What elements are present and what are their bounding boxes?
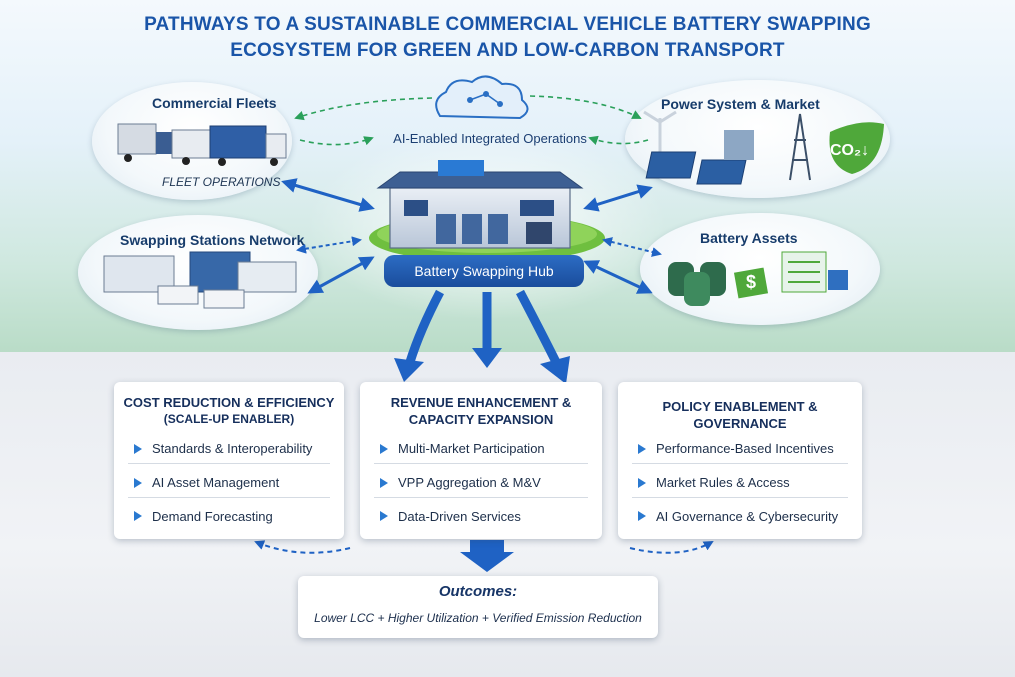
list-item-label: Multi-Market Participation: [398, 441, 545, 456]
title-line-1: PATHWAYS TO A SUSTAINABLE COMMERCIAL VEH…: [144, 14, 871, 35]
arrow-battery-hub-2: [583, 260, 653, 294]
trucks-icon: [117, 123, 287, 166]
bullet-icon: [638, 477, 646, 488]
card-policy-enablement: POLICY ENABLEMENT & GOVERNANCE Performan…: [618, 382, 862, 539]
power-system-icon: [643, 110, 884, 185]
card-title: POLICY ENABLEMENT & GOVERNANCE: [662, 399, 818, 431]
label-commercial-fleets: Commercial Fleets: [152, 95, 277, 111]
bullet-icon: [134, 511, 142, 521]
list-item: VPP Aggregation & M&V: [374, 468, 588, 498]
card-cost-reduction: COST REDUCTION & EFFICIENCY (SCALE-UP EN…: [114, 382, 344, 539]
list-item: AI Governance & Cybersecurity: [632, 501, 848, 531]
dashed-arrow-outcomes-right: [629, 541, 714, 554]
list-item: Data-Driven Services: [374, 501, 588, 531]
outcomes-title: Outcomes:: [438, 583, 518, 600]
list-item-label: AI Governance & Cybersecurity: [656, 508, 839, 524]
card-revenue-enhancement: REVENUE ENHANCEMENT & CAPACITY EXPANSION…: [360, 382, 602, 539]
down-arrow-right: [516, 289, 561, 365]
ai-cloud-icon: [435, 75, 529, 120]
arrow-fleets-hub: [281, 178, 375, 212]
hub-label: Battery Swapping Hub: [384, 255, 584, 287]
outcomes-text: Lower LCC + Higher Utilization + Verifie…: [314, 611, 642, 625]
list-item-label: VPP Aggregation & M&V: [398, 475, 541, 490]
page-title: PATHWAYS TO A SUSTAINABLE COMMERCIAL VEH…: [0, 12, 1015, 64]
arrow-to-outcomes: [460, 540, 514, 572]
arrow-power-hub: [583, 184, 653, 212]
card-title: REVENUE ENHANCEMENT &: [390, 395, 572, 410]
stations-icon: [103, 251, 297, 309]
outcomes-box: Outcomes: Lower LCC + Higher Utilization…: [298, 576, 658, 638]
list-item-label: AI Asset Management: [152, 475, 280, 490]
card-title: COST REDUCTION & EFFICIENCY: [123, 395, 335, 410]
hub-building-icon: [376, 160, 584, 249]
bullet-icon: [380, 443, 388, 454]
list-item-label: Standards & Interoperability: [152, 441, 313, 456]
dashed-arrow-ai-power: [529, 95, 642, 119]
arrow-stations-hub-2: [307, 256, 375, 294]
card-subtitle: (SCALE-UP ENABLER): [163, 412, 295, 426]
list-item-label: Market Rules & Access: [656, 475, 790, 490]
dashed-arrow-fleets-ai: [299, 136, 374, 146]
bullet-icon: [134, 477, 142, 488]
list-item: AI Asset Management: [128, 468, 330, 498]
arrow-battery-hub: [602, 237, 662, 257]
label-fleet-operations: FLEET OPERATIONS: [162, 175, 281, 189]
list-item: Standards & Interoperability: [128, 434, 330, 464]
list-item-label: Demand Forecasting: [152, 508, 273, 524]
list-item: Multi-Market Participation: [374, 434, 588, 464]
list-item: Demand Forecasting: [128, 501, 330, 531]
dollar-tag: $: [746, 272, 757, 292]
bullet-icon: [638, 511, 646, 521]
list-item: Performance-Based Incentives: [632, 434, 848, 464]
arrow-stations-hub: [296, 236, 362, 254]
battery-assets-icon: [668, 251, 848, 306]
dashed-arrow-outcomes-left: [254, 540, 351, 554]
list-item: Market Rules & Access: [632, 468, 848, 498]
title-line-2: ECOSYSTEM FOR GREEN AND LOW-CARBON TRANS…: [230, 40, 785, 61]
bullet-icon: [380, 511, 388, 521]
bullet-icon: [134, 443, 142, 454]
label-swapping-stations: Swapping Stations Network: [120, 232, 305, 248]
label-battery-assets: Battery Assets: [700, 230, 798, 246]
list-item-label: Performance-Based Incentives: [656, 441, 834, 456]
dashed-arrow-power-ai: [588, 135, 649, 145]
bullet-icon: [380, 477, 388, 488]
dashed-arrow-ai-fleets: [294, 97, 433, 121]
label-power-system: Power System & Market: [661, 96, 820, 112]
bullet-icon: [638, 443, 646, 454]
card-title-line-2: CAPACITY EXPANSION: [408, 412, 554, 427]
ai-operations-label: AI-Enabled Integrated Operations: [393, 131, 587, 146]
co2-badge: CO₂↓: [830, 142, 870, 159]
down-arrow-left: [405, 289, 444, 364]
list-item-label: Data-Driven Services: [398, 508, 521, 524]
